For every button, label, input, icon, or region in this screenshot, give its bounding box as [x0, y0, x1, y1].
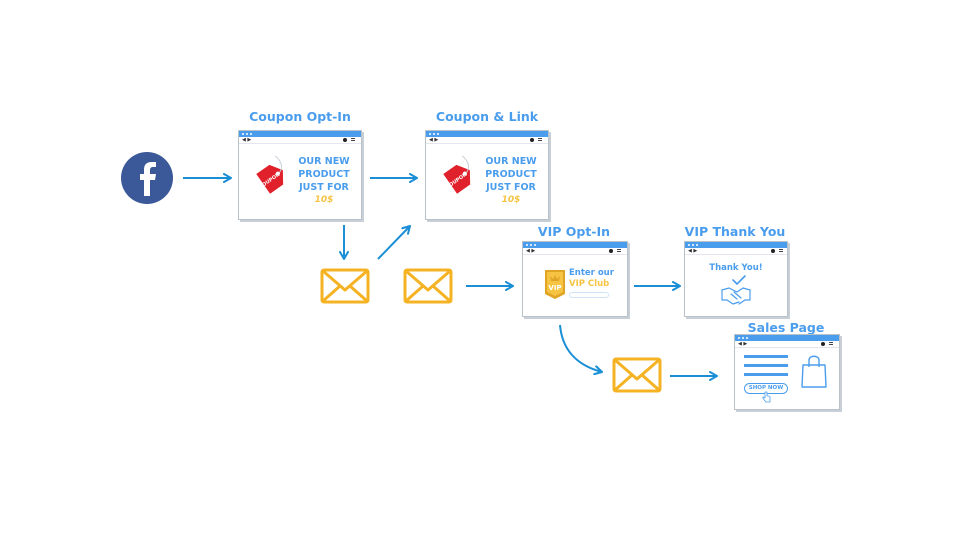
content-line [744, 364, 788, 367]
email-icon [612, 357, 662, 393]
shopping-bag-icon [801, 355, 827, 388]
window-url-row: ◀ ▶ [239, 137, 361, 144]
vip-thankyou-window: ◀ ▶ Thank You! [684, 241, 788, 317]
promo-line: JUST FOR [486, 182, 536, 193]
content-line [744, 373, 788, 376]
promo-text: OUR NEW PRODUCT JUST FOR 10$ [478, 155, 544, 207]
promo-price: 10$ [314, 195, 334, 205]
coupon-optin-window: ◀ ▶ COUPON OUR NEW PRODUCT JUST FOR 10$ [238, 130, 362, 220]
node-title-sales-page: Sales Page [747, 320, 825, 335]
window-title-bar [735, 335, 839, 341]
facebook-icon [121, 152, 173, 204]
node-title-vip-optin: VIP Opt-In [537, 224, 611, 239]
thank-you-message: Thank You! [709, 263, 763, 273]
vip-badge-text: VIP [548, 284, 561, 292]
promo-line: PRODUCT [485, 169, 537, 180]
vip-line-2: VIP Club [569, 279, 610, 289]
window-title-bar [685, 242, 787, 248]
node-title-coupon-link: Coupon & Link [435, 109, 539, 124]
promo-text: OUR NEW PRODUCT JUST FOR 10$ [291, 155, 357, 207]
window-title-bar [523, 242, 627, 248]
vip-line-1: Enter our [569, 268, 614, 278]
window-url-row: ◀ ▶ [426, 137, 548, 144]
node-title-vip-thankyou: VIP Thank You [684, 224, 786, 239]
window-url-row: ◀ ▶ [523, 248, 627, 255]
window-title-bar [426, 131, 548, 137]
handshake-icon [721, 275, 751, 305]
promo-price: 10$ [501, 195, 521, 205]
window-title-bar [239, 131, 361, 137]
email-icon [320, 268, 370, 304]
arrow-email-to-coupon-link [377, 225, 411, 260]
vip-optin-text: Enter our VIP Club [569, 268, 625, 290]
vip-email-input[interactable] [569, 292, 609, 298]
arrow-vip-optin-to-email [559, 324, 603, 376]
window-url-row: ◀ ▶ [685, 248, 787, 255]
promo-line: JUST FOR [299, 182, 349, 193]
promo-line: OUR NEW [485, 156, 537, 167]
content-line [744, 355, 788, 358]
promo-line: PRODUCT [298, 169, 350, 180]
pointer-hand-icon [762, 391, 771, 403]
promo-line: OUR NEW [298, 156, 350, 167]
node-title-coupon-optin: Coupon Opt-In [249, 109, 351, 124]
email-icon [403, 268, 453, 304]
sales-page-window: ◀ ▶ SHOP NOW [734, 334, 840, 410]
coupon-tag-icon: COUPON [256, 155, 284, 194]
window-url-row: ◀ ▶ [735, 341, 839, 348]
vip-optin-window: ◀ ▶ VIP Enter our VIP Club [522, 241, 628, 317]
coupon-link-window: ◀ ▶ COUPON OUR NEW PRODUCT JUST FOR 10$ [425, 130, 549, 220]
vip-badge-icon: VIP [545, 270, 565, 299]
coupon-tag-icon: COUPON [443, 155, 471, 194]
